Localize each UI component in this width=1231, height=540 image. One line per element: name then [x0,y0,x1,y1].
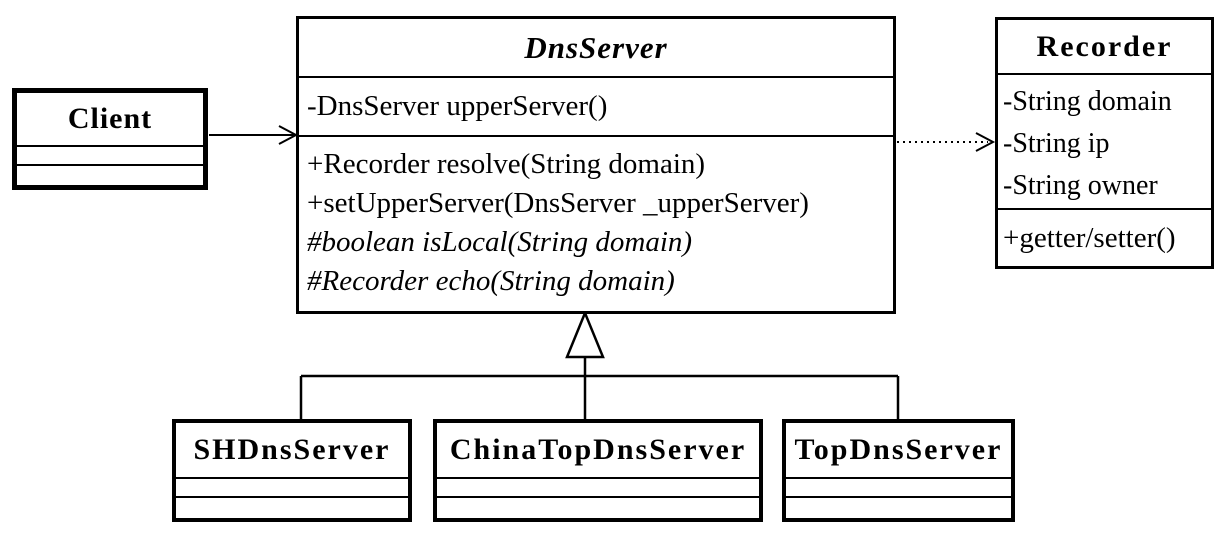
class-topdnsserver-methods-compartment [786,496,1011,518]
class-client-methods-compartment [17,164,203,185]
attribute: -String owner [1003,170,1158,201]
class-dnsserver-attributes-compartment: -DnsServer upperServer() [299,76,893,135]
class-recorder-attributes-compartment: -String domain -String ip -String owner [998,73,1211,208]
class-chinatopdnsserver: ChinaTopDnsServer [433,419,763,522]
open-arrowhead-icon [975,132,996,152]
class-dnsserver: DnsServer -DnsServer upperServer() +Reco… [296,16,896,314]
class-recorder-title: Recorder [1036,29,1173,63]
generalization-connector [299,309,900,421]
class-recorder-methods-compartment: +getter/setter() [998,208,1211,266]
abstract-method: #Recorder echo(String domain) [307,265,675,297]
class-topdnsserver-title: TopDnsServer [794,433,1003,466]
hollow-triangle-icon [565,309,605,359]
attribute: -DnsServer upperServer() [307,90,608,122]
attribute: -String domain [1003,86,1172,117]
class-dnsserver-methods-compartment: +Recorder resolve(String domain) +setUpp… [299,135,893,311]
abstract-method: #boolean isLocal(String domain) [307,226,693,258]
class-chinatopdnsserver-attributes-compartment [437,477,759,496]
class-chinatopdnsserver-methods-compartment [437,496,759,518]
class-shdnsserver-methods-compartment [176,496,408,518]
association-client-to-dnsserver [209,125,299,145]
class-shdnsserver-title: SHDnsServer [193,433,391,466]
class-client-title: Client [67,102,153,135]
method: +getter/setter() [1003,221,1176,254]
class-client-attributes-compartment [17,145,203,164]
class-chinatopdnsserver-title: ChinaTopDnsServer [449,433,747,466]
method: +setUpperServer(DnsServer _upperServer) [307,187,809,219]
class-topdnsserver-attributes-compartment [786,477,1011,496]
class-client: Client [12,88,208,190]
class-topdnsserver: TopDnsServer [782,419,1015,522]
attribute: -String ip [1003,128,1110,159]
class-shdnsserver-attributes-compartment [176,477,408,496]
dependency-dnsserver-to-recorder [897,132,996,152]
class-recorder: Recorder -String domain -String ip -Stri… [995,17,1214,269]
class-dnsserver-title: DnsServer [524,29,668,65]
method: +Recorder resolve(String domain) [307,148,706,180]
class-shdnsserver: SHDnsServer [172,419,412,522]
